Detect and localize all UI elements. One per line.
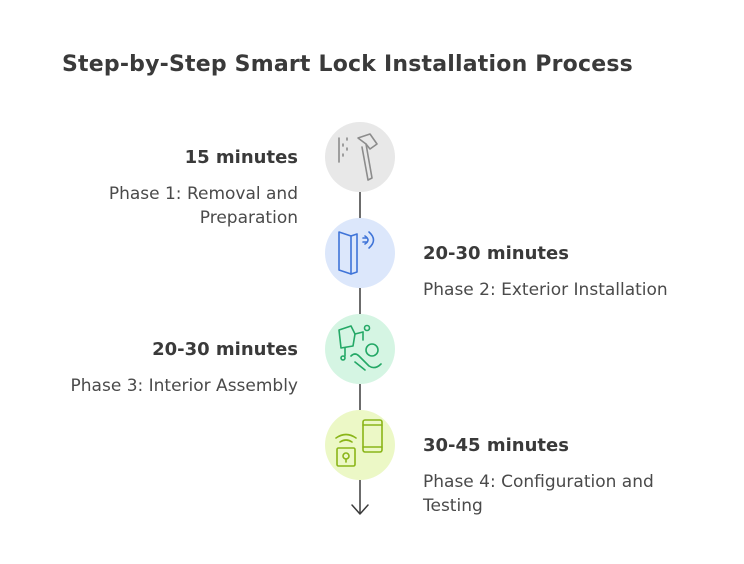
- phase-3-duration: 20-30 minutes: [152, 339, 298, 360]
- phone-lock-icon: [335, 419, 383, 467]
- diagram-title: Step-by-Step Smart Lock Installation Pro…: [62, 52, 633, 77]
- phase-4-icon-circle: [325, 410, 395, 480]
- phase-3-block: 20-30 minutes Phase 3: Interior Assembly: [0, 338, 298, 398]
- phase-2-block: 20-30 minutes Phase 2: Exterior Installa…: [423, 242, 733, 302]
- phase-3-icon-circle: [325, 314, 395, 384]
- arrow-head-icon: [351, 504, 369, 515]
- phase-2-icon-circle: [325, 218, 395, 288]
- phase-4-duration: 30-45 minutes: [423, 435, 569, 456]
- phase-1-icon-circle: [325, 122, 395, 192]
- phase-3-name: Phase 3: Interior Assembly: [70, 376, 298, 396]
- assembly-hand-icon: [338, 324, 382, 371]
- phase-2-duration: 20-30 minutes: [423, 243, 569, 264]
- hammer-icon: [338, 133, 378, 181]
- phase-1-duration: 15 minutes: [184, 147, 298, 168]
- phase-4-block: 30-45 minutes Phase 4: Configuration and…: [423, 434, 723, 518]
- door-signal-icon: [338, 231, 375, 275]
- phase-2-name: Phase 2: Exterior Installation: [423, 280, 668, 300]
